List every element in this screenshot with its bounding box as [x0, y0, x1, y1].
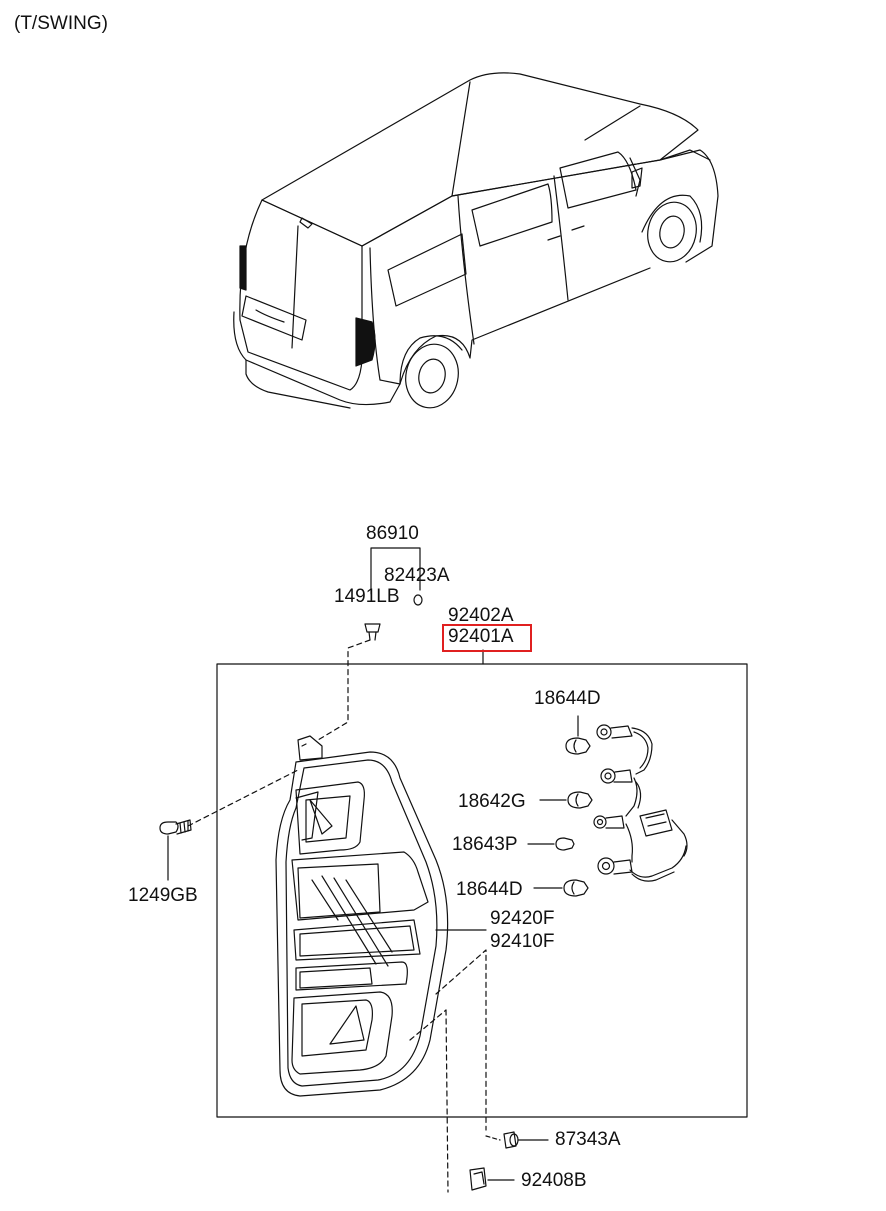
part-label-92401a[interactable]: 92401A — [448, 626, 514, 647]
assembly-box — [216, 663, 748, 1118]
part-label-86910: 86910 — [366, 523, 419, 544]
tail-lamp-drawing — [275, 735, 449, 1097]
part-label-1491lb: 1491LB — [334, 586, 400, 607]
part-label-92410f: 92410F — [490, 931, 555, 952]
highlight-box — [442, 624, 532, 652]
part-label-82423a: 82423A — [384, 565, 450, 586]
part-label-18643p: 18643P — [452, 834, 518, 855]
variant-label: (T/SWING) — [14, 13, 108, 34]
part-label-92420f: 92420F — [490, 908, 555, 929]
part-label-92402a: 92402A — [448, 605, 514, 626]
part-label-87343a: 87343A — [555, 1129, 621, 1150]
part-label-18644d-bottom: 18644D — [456, 879, 523, 900]
part-label-18644d-top: 18644D — [534, 688, 601, 709]
part-label-18642g: 18642G — [458, 791, 526, 812]
van-illustration — [233, 72, 719, 409]
part-label-92408b: 92408B — [521, 1170, 587, 1191]
part-label-1249gb: 1249GB — [128, 885, 198, 906]
